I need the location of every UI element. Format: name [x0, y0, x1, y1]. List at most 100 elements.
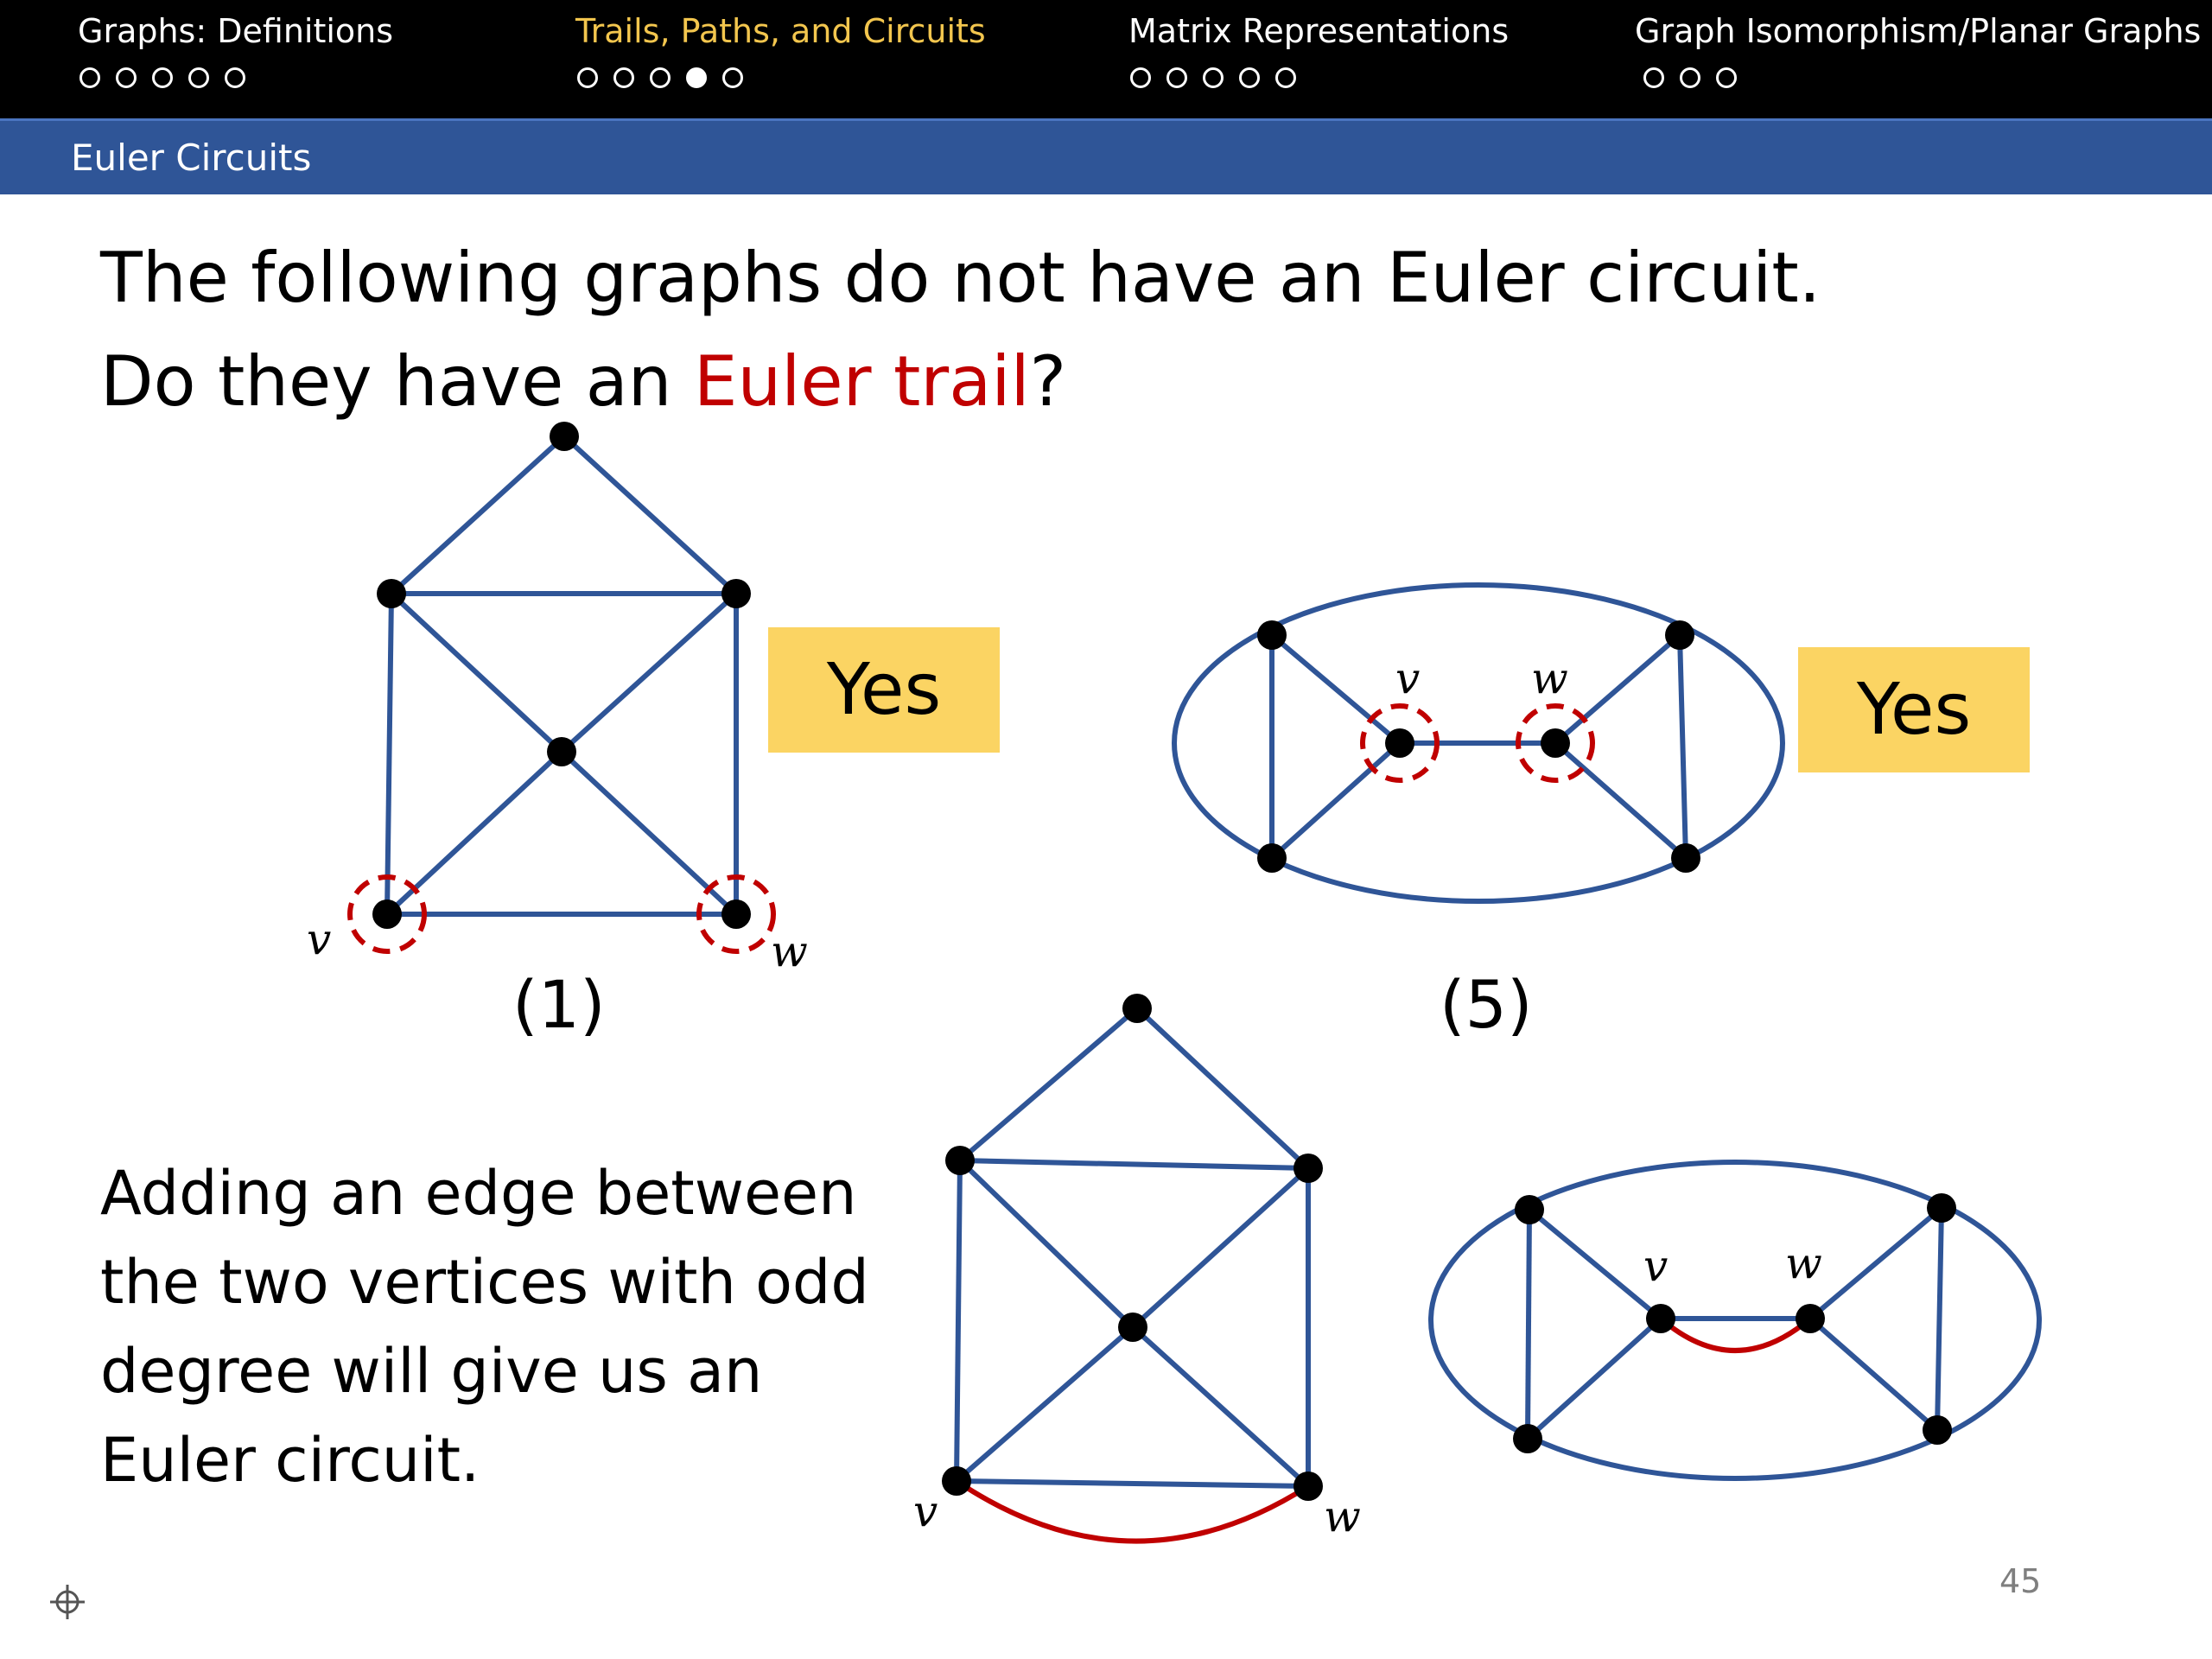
vertex-label-v: v	[307, 914, 332, 964]
graph-5	[1172, 582, 1785, 904]
graph-edge	[958, 1006, 1139, 1163]
page-number: 45	[1999, 1562, 2042, 1600]
graph-vertex	[1118, 1313, 1147, 1342]
odd-degree-marker	[347, 874, 427, 954]
vertex-label-w: w	[1531, 653, 1568, 703]
graph-vertex	[721, 579, 751, 608]
graph-edge	[1935, 1207, 1944, 1431]
graph-vertex-w	[1796, 1304, 1825, 1333]
graph-1	[385, 434, 739, 917]
explanation-line: degree will give us an	[100, 1336, 763, 1407]
graph-vertex-v	[1385, 728, 1414, 758]
graph-vertex	[1665, 620, 1694, 650]
explanation-line: Adding an edge between	[100, 1158, 857, 1229]
odd-degree-markers-5	[1360, 703, 1595, 783]
graph-label-1: (1)	[512, 966, 606, 1043]
nav-dot[interactable]	[1275, 67, 1296, 88]
question-line-1: The following graphs do not have an Eule…	[100, 238, 1821, 318]
answer-box-5: Yes	[1798, 647, 2030, 772]
graph-edge	[1808, 1316, 1939, 1433]
vertex-label-w: w	[1324, 1491, 1361, 1541]
nav-dot[interactable]	[1203, 67, 1224, 88]
graph-vertex	[1122, 994, 1152, 1023]
graph-edge	[957, 1158, 1135, 1330]
graph-vertex-v	[372, 899, 402, 929]
graph-edge	[1677, 634, 1688, 859]
vertex-label-w: w	[771, 926, 808, 976]
nav-dot[interactable]	[1680, 67, 1700, 88]
nav-dot[interactable]	[79, 67, 100, 88]
section-title-bar: Euler Circuits	[0, 118, 2212, 194]
question-suffix: ?	[1029, 341, 1067, 422]
section-title: Euler Circuits	[71, 137, 312, 179]
graph-edge	[1130, 1166, 1311, 1330]
explanation-line: Euler circuit.	[100, 1425, 480, 1496]
nav-progress-dots[interactable]	[577, 67, 743, 88]
nav-dot[interactable]	[577, 67, 598, 88]
graph-vertex	[547, 737, 576, 766]
nav-dot[interactable]	[613, 67, 634, 88]
graph-edge	[562, 434, 739, 596]
graph-outer-edge	[1428, 1160, 2042, 1481]
graph-edge	[1525, 1316, 1663, 1441]
graph-vertex	[1923, 1415, 1952, 1445]
graph-1-vertices	[372, 422, 751, 929]
graph-vertex	[1671, 843, 1700, 873]
euler-trail-highlight: Euler trail	[693, 341, 1030, 422]
nav-section-title[interactable]: Graph Isomorphism/Planar Graphs	[1635, 12, 2202, 50]
graph-1-augmented-vertices	[942, 994, 1323, 1501]
nav-dot[interactable]	[225, 67, 245, 88]
graph-edge	[1525, 1209, 1532, 1440]
nav-progress-dots[interactable]	[1643, 67, 1737, 88]
nav-dot[interactable]	[1716, 67, 1737, 88]
graph-vertex	[1294, 1154, 1323, 1183]
navigation-crosshair-icon[interactable]	[48, 1583, 86, 1621]
graph-vertex	[1513, 1424, 1542, 1453]
graph-vertex-v	[942, 1466, 971, 1496]
odd-degree-marker	[1360, 703, 1440, 783]
graph-5-augmented-vertices	[1513, 1193, 1956, 1453]
graph-edge	[1270, 632, 1402, 746]
vertex-label-v: v	[913, 1486, 938, 1536]
nav-dot[interactable]	[1130, 67, 1151, 88]
added-edge	[1659, 1316, 1812, 1353]
graph-edge	[1528, 1207, 1662, 1321]
graph-vertex	[1257, 843, 1287, 873]
odd-degree-marker	[696, 874, 776, 954]
question-prefix: Do they have an	[100, 341, 694, 422]
graph-edge	[1808, 1205, 1943, 1321]
nav-dot[interactable]	[686, 67, 707, 88]
nav-section-title[interactable]: Trails, Paths, and Circuits	[575, 12, 986, 50]
graph-edge	[559, 591, 739, 754]
added-edge	[955, 1478, 1310, 1544]
nav-dot[interactable]	[1166, 67, 1187, 88]
graph-vertex	[377, 579, 406, 608]
graph-label-5: (5)	[1440, 966, 1533, 1043]
nav-dot[interactable]	[722, 67, 743, 88]
nav-progress-dots[interactable]	[1130, 67, 1296, 88]
nav-dot[interactable]	[188, 67, 209, 88]
graph-vertex	[1257, 620, 1287, 650]
graph-edge	[1130, 1325, 1311, 1489]
graph-edge	[1554, 741, 1688, 861]
graph-vertex	[1927, 1193, 1956, 1223]
odd-degree-marker	[1516, 703, 1595, 783]
vertex-label-v: v	[1643, 1241, 1669, 1291]
vertex-label-w: w	[1785, 1238, 1822, 1288]
graph-edge	[955, 1325, 1135, 1484]
question-line-2: Do they have an Euler trail?	[100, 341, 1066, 422]
nav-dot[interactable]	[650, 67, 671, 88]
graph-edge	[385, 593, 394, 915]
graph-vertex	[945, 1146, 975, 1175]
odd-degree-markers-1	[347, 874, 776, 954]
nav-section-title[interactable]: Matrix Representations	[1128, 12, 1510, 50]
vertex-label-v: v	[1395, 653, 1421, 703]
nav-dot[interactable]	[152, 67, 173, 88]
nav-dot[interactable]	[1239, 67, 1260, 88]
graph-5-vertices	[1257, 620, 1700, 873]
nav-dot[interactable]	[116, 67, 137, 88]
nav-progress-dots[interactable]	[79, 67, 245, 88]
nav-dot[interactable]	[1643, 67, 1664, 88]
nav-section-title[interactable]: Graphs: Definitions	[78, 12, 394, 50]
